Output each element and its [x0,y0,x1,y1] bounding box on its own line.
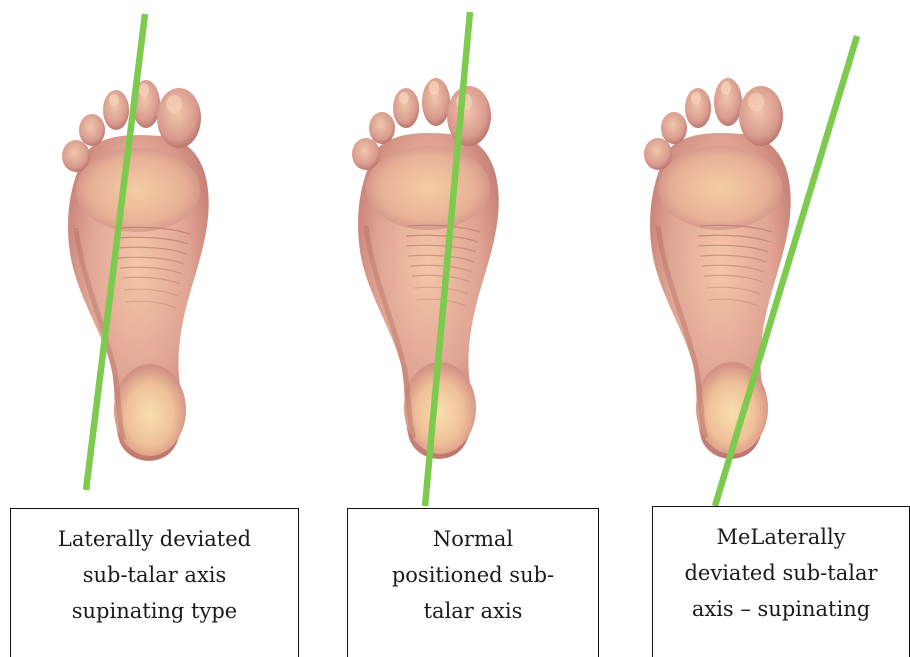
caption-box-3: MeLaterally deviated sub-talar axis – su… [652,506,910,657]
caption-line: supinating type [72,593,237,629]
foot-panel-1 [62,14,209,490]
foot-panel-3 [644,36,857,506]
caption-line: Normal [433,521,513,557]
caption-line: talar axis [424,593,523,629]
caption-box-2: Normal positioned sub- talar axis [347,508,599,657]
caption-line: Laterally deviated [58,521,251,557]
foot-illustration [62,80,209,461]
caption-box-1: Laterally deviated sub-talar axis supina… [10,508,299,657]
caption-line: sub-talar axis [83,557,227,593]
foot-illustration [644,78,791,459]
caption-line: deviated sub-talar [684,555,877,591]
caption-line: positioned sub- [392,557,554,593]
caption-line: axis – supinating [692,591,870,627]
foot-panel-2 [352,12,499,506]
caption-line: MeLaterally [716,519,845,555]
foot-illustration [352,78,499,459]
